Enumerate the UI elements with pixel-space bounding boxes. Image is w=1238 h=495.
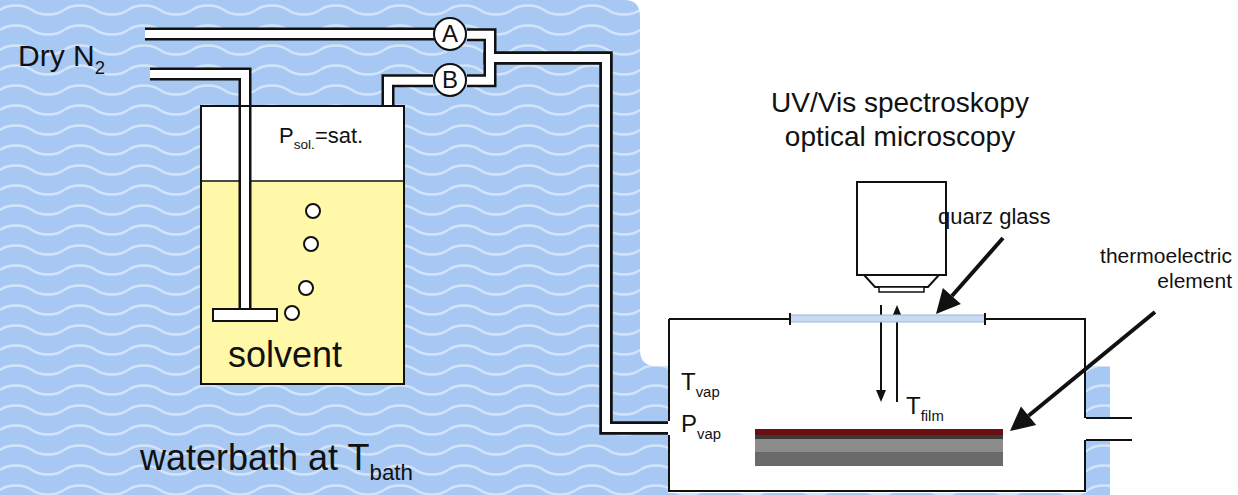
supply-pipe-bore (150, 74, 245, 311)
water-bath (0, 0, 1110, 495)
subscript: sol. (294, 137, 315, 152)
objective-body (857, 182, 946, 275)
valve-outline (434, 18, 466, 50)
gas-diffuser (213, 309, 277, 321)
subscript: bath (369, 460, 412, 485)
gas-bubble (306, 204, 320, 218)
subscript: film (921, 408, 944, 424)
text-part: P (279, 123, 294, 148)
callout-arrow-head (1010, 406, 1036, 431)
solvent-liquid (200, 181, 405, 385)
light-arrow (896, 317, 898, 402)
gas-bubble (304, 237, 318, 251)
gas-bubble (285, 306, 299, 320)
substrate-layer (755, 452, 1003, 466)
bottle-headspace (200, 105, 405, 181)
pipe-bores (388, 35, 668, 428)
pipe-walls (388, 35, 668, 428)
pipe-bore (467, 35, 668, 428)
pipe-bore (388, 81, 433, 105)
gas-pipe (467, 35, 668, 428)
gas-label: Dry N2 (18, 38, 105, 80)
bath-label: waterbath at Tbath (140, 436, 413, 487)
solvent-bottle: Psol.=sat. solvent (200, 105, 405, 385)
callout-label: thermoelectric element (1090, 243, 1232, 293)
callout-arrow (952, 238, 1003, 296)
text-part: =sat. (315, 123, 363, 148)
pipe-bore (467, 58, 668, 428)
gas-pipe (467, 58, 668, 428)
objective-lens (879, 287, 924, 292)
chamber-interior (668, 318, 1086, 493)
subscript: vap (696, 384, 720, 400)
outlet-pipe-bore (1086, 419, 1132, 439)
chamber-outline (668, 318, 1086, 493)
pressure-label: Pvap (681, 410, 721, 444)
temperature-label: Tvap (681, 368, 720, 402)
valve-outline (434, 64, 466, 96)
valve-letter: B (442, 66, 458, 95)
outlet-pipe-wall (1086, 417, 1132, 441)
temperature-label: Tfilm (906, 392, 944, 426)
supply-pipe-wall (150, 74, 245, 311)
valve-circle: B (433, 63, 467, 98)
text-part: waterbath at T (140, 437, 369, 478)
chamber-wall (669, 319, 1085, 491)
thermoelectric-layer (755, 439, 1003, 452)
text-part: Dry N (18, 39, 95, 72)
text-part: T (681, 368, 696, 395)
quartz-window (790, 315, 985, 322)
subscript: vap (697, 426, 721, 442)
window-edge (984, 313, 986, 325)
text-part: T (906, 392, 921, 419)
callout-arrow-head (936, 288, 961, 314)
vapor-chamber: TvapPvapTfilm (668, 318, 1086, 493)
gas-pipe (388, 81, 433, 105)
instrument-label: UV/Vis spectroskopy optical microscopy (748, 86, 1052, 153)
objective-nose (864, 275, 939, 287)
liquid-surface (200, 180, 405, 182)
supply-pipe-bore (145, 30, 434, 38)
gas-bubble (299, 281, 313, 295)
valve-letter: A (442, 20, 458, 49)
subscript: 2 (95, 57, 105, 78)
dark-layer (755, 435, 1003, 439)
callout-arrow (1029, 312, 1155, 416)
valve-circle: A (433, 17, 467, 52)
supply-pipe-wall (145, 28, 434, 41)
solvent-label: solvent (228, 333, 342, 376)
thin-film (755, 429, 1003, 435)
window-edge (789, 313, 791, 325)
callout-label: quarz glass (938, 204, 1051, 230)
text-part: P (681, 410, 697, 437)
pressure-label: Psol.=sat. (279, 123, 363, 153)
light-arrow-head (876, 390, 886, 402)
